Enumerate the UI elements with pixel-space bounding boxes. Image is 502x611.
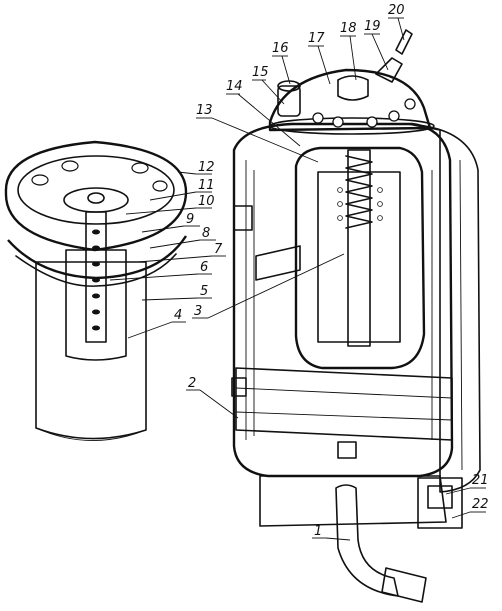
filter-lower-flange	[7, 235, 188, 280]
svg-text:21: 21	[472, 473, 489, 488]
svg-text:1: 1	[314, 524, 322, 539]
callouts: 12 11 10 9 8 7 6	[109, 3, 489, 541]
callout-13: 13	[196, 103, 319, 163]
svg-text:4: 4	[174, 308, 182, 323]
svg-text:22: 22	[472, 497, 489, 512]
callout-15: 15	[252, 65, 285, 105]
svg-text:20: 20	[388, 3, 405, 18]
svg-text:17: 17	[308, 31, 325, 46]
svg-text:2: 2	[188, 376, 196, 391]
top-valve-fitting	[375, 57, 403, 83]
housing-side-panel	[407, 123, 481, 493]
filter-cover-rim	[17, 155, 175, 225]
drain-union-nut	[381, 567, 427, 603]
svg-text:5: 5	[200, 284, 208, 299]
drain-pipe	[335, 484, 399, 597]
svg-text:10: 10	[198, 194, 215, 209]
svg-text:7: 7	[214, 242, 223, 257]
housing-sump	[259, 475, 447, 527]
svg-text:11: 11	[198, 178, 215, 193]
callout-4: 4	[127, 308, 186, 339]
housing-top-cover	[268, 68, 432, 132]
callout-14: 14	[226, 79, 301, 147]
svg-text:12: 12	[198, 160, 215, 175]
callout-16: 16	[272, 41, 291, 85]
filter-element-assembly	[4, 140, 188, 441]
callout-8: 8	[149, 226, 216, 249]
svg-text:3: 3	[194, 304, 202, 319]
filter-core-section	[65, 249, 127, 361]
svg-text:19: 19	[364, 19, 381, 34]
housing-body	[232, 122, 454, 478]
callout-21: 21	[445, 473, 489, 495]
callout-2: 2	[186, 376, 239, 419]
callout-11: 11	[149, 178, 215, 201]
svg-text:13: 13	[196, 103, 213, 118]
callout-22: 22	[451, 497, 489, 519]
housing-cutaway-window	[294, 146, 426, 370]
svg-text:8: 8	[202, 226, 210, 241]
svg-text:16: 16	[272, 41, 289, 56]
svg-text:6: 6	[200, 260, 208, 275]
callout-19: 19	[364, 19, 389, 71]
mounting-bar	[255, 245, 301, 281]
callout-12: 12	[177, 160, 215, 175]
callout-3: 3	[192, 253, 345, 319]
ribbed-filter-body	[35, 261, 147, 440]
callout-10: 10	[125, 194, 215, 215]
callout-17: 17	[308, 31, 331, 85]
housing-upper-band	[233, 205, 253, 231]
svg-text:18: 18	[340, 21, 357, 36]
filter-housing-assembly	[231, 29, 481, 603]
callout-9: 9	[141, 212, 200, 233]
callout-5: 5	[141, 284, 212, 301]
callout-7: 7	[137, 242, 226, 263]
spring	[345, 155, 373, 229]
svg-text:15: 15	[252, 65, 269, 80]
callout-18: 18	[340, 21, 357, 81]
cover-cap-nut	[337, 75, 369, 101]
inner-filter-cartridge	[317, 171, 401, 343]
cover-boss	[277, 85, 301, 117]
svg-text:9: 9	[186, 212, 194, 227]
callout-6: 6	[109, 260, 212, 281]
central-rod	[347, 149, 371, 347]
callout-20: 20	[388, 3, 405, 41]
svg-text:14: 14	[226, 79, 243, 94]
mounting-bracket	[417, 477, 463, 529]
callout-1: 1	[312, 524, 351, 541]
housing-lower-band	[235, 367, 453, 441]
filter-cover-bowl	[4, 140, 188, 252]
